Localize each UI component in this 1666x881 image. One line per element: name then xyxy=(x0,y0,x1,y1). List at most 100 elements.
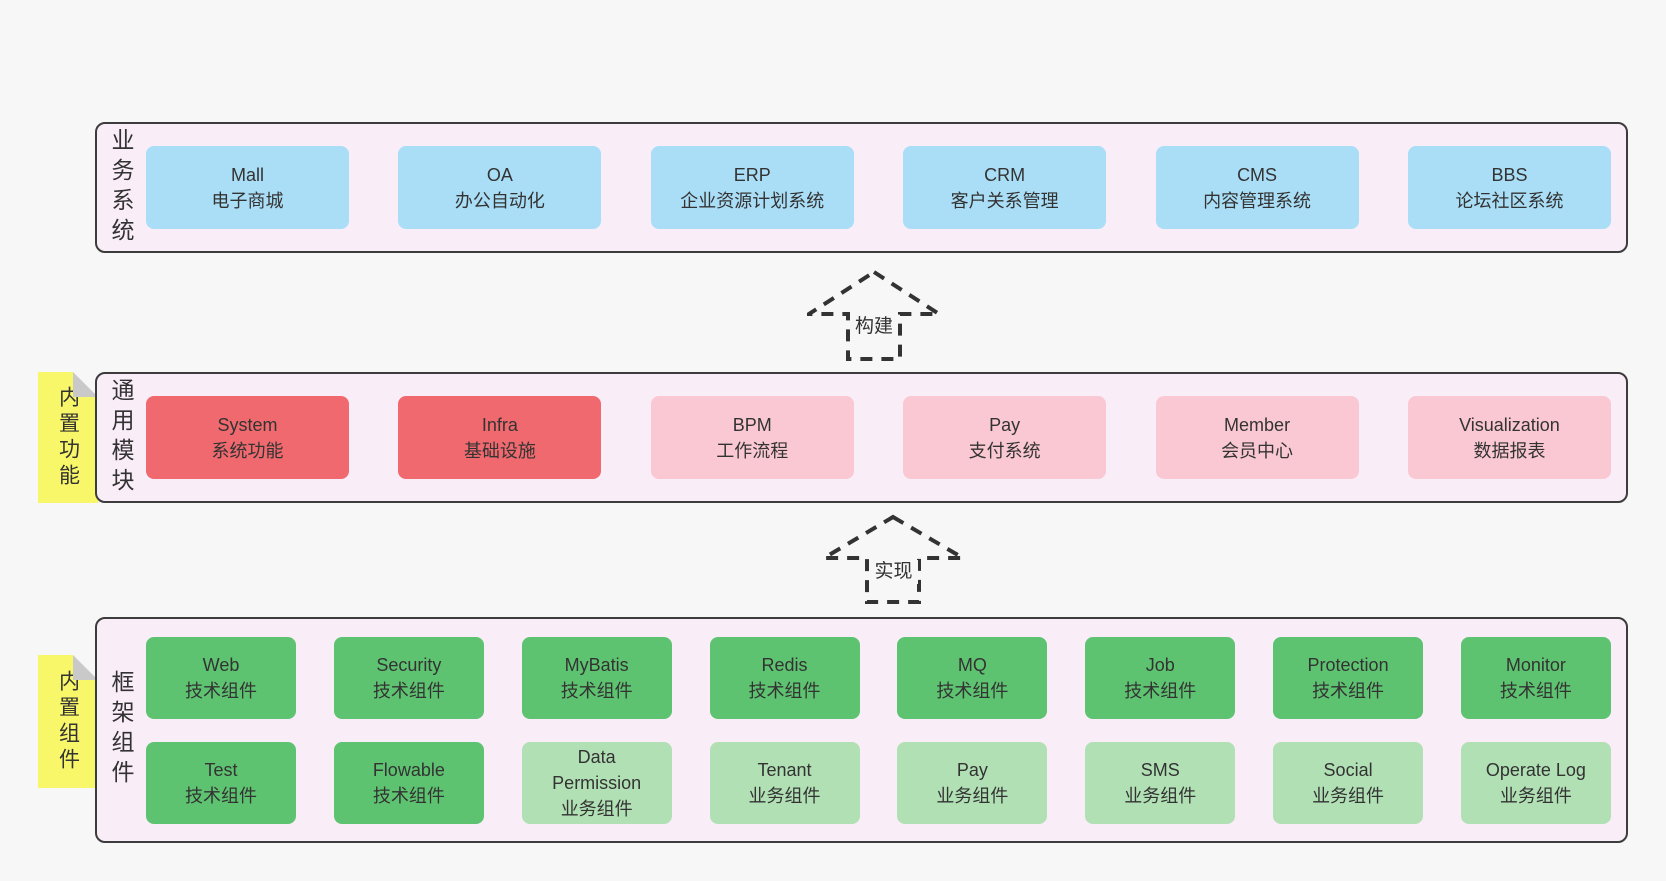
band-label-business-systems: 业务系统 xyxy=(108,127,134,248)
band-label-framework-components: 框架组件 xyxy=(108,670,134,790)
box-title: BBS xyxy=(1491,164,1528,185)
box-subtitle: 支付系统 xyxy=(968,440,1041,461)
box-title: Tenant xyxy=(757,759,812,780)
box-visualization: Visualization 数据报表 xyxy=(1407,396,1611,479)
band-framework-components: 框架组件 Web 技术组件 Security 技术组件 MyBatis 技术组件… xyxy=(95,617,1628,843)
box-title: Visualization xyxy=(1459,414,1560,435)
box-title: Operate Log xyxy=(1485,759,1586,780)
box-subtitle: 技术组件 xyxy=(1499,680,1572,701)
box-bpm: BPM 工作流程 xyxy=(650,396,854,479)
box-flowable: Flowable 技术组件 xyxy=(333,741,484,824)
box-title: Job xyxy=(1145,654,1175,675)
up-arrow-icon xyxy=(822,514,965,604)
arrow-implement: 实现 xyxy=(822,514,965,605)
box-subtitle: 业务组件 xyxy=(1499,785,1572,806)
box-test: Test 技术组件 xyxy=(146,741,296,824)
box-subtitle: 技术组件 xyxy=(560,680,633,701)
box-subtitle: 技术组件 xyxy=(1124,680,1197,701)
box-member: Member 会员中心 xyxy=(1155,396,1359,479)
box-subtitle: 论坛社区系统 xyxy=(1455,190,1564,211)
band-label-common-modules: 通用模块 xyxy=(108,377,134,498)
box-subtitle: 系统功能 xyxy=(211,440,284,461)
box-protection: Protection 技术组件 xyxy=(1273,636,1424,719)
box-infra: Infra 基础设施 xyxy=(398,396,602,479)
box-subtitle: 办公自动化 xyxy=(454,190,545,211)
box-subtitle: 技术组件 xyxy=(185,785,257,806)
box-title: Data Permission xyxy=(552,746,642,793)
box-title: Flowable xyxy=(372,759,445,780)
box-title: Monitor xyxy=(1505,654,1566,675)
box-bbs: BBS 论坛社区系统 xyxy=(1407,146,1611,229)
band-row: System 系统功能 Infra 基础设施 BPM 工作流程 Pay 支付系统… xyxy=(132,396,1626,479)
band-row: Test 技术组件 Flowable 技术组件 Data Permission … xyxy=(146,741,1611,824)
box-subtitle: 技术组件 xyxy=(748,680,821,701)
box-cms: CMS 内容管理系统 xyxy=(1155,146,1359,229)
box-security: Security 技术组件 xyxy=(333,636,484,719)
box-oa: OA 办公自动化 xyxy=(398,146,602,229)
box-subtitle: 业务组件 xyxy=(560,798,633,819)
band-common-modules: 通用模块 System 系统功能 Infra 基础设施 BPM 工作流程 Pay… xyxy=(95,372,1628,503)
box-subtitle: 技术组件 xyxy=(372,785,445,806)
box-title: Security xyxy=(376,654,442,675)
band-row: Mall 电子商城 OA 办公自动化 ERP 企业资源计划系统 CRM 客户关系… xyxy=(132,146,1626,229)
box-redis: Redis 技术组件 xyxy=(709,636,860,719)
box-title: MyBatis xyxy=(564,654,629,675)
box-title: Test xyxy=(204,759,238,780)
box-subtitle: 业务组件 xyxy=(936,785,1009,806)
sticky-note-built-in-features: 内置功能 xyxy=(38,372,98,503)
box-mybatis: MyBatis 技术组件 xyxy=(521,636,672,719)
box-title: MQ xyxy=(957,654,987,675)
box-subtitle: 业务组件 xyxy=(1124,785,1197,806)
box-subtitle: 技术组件 xyxy=(372,680,445,701)
box-subtitle: 技术组件 xyxy=(936,680,1009,701)
box-crm: CRM 客户关系管理 xyxy=(903,146,1107,229)
box-monitor: Monitor 技术组件 xyxy=(1460,636,1611,719)
box-pay: Pay 支付系统 xyxy=(903,396,1107,479)
box-subtitle: 客户关系管理 xyxy=(950,190,1059,211)
box-mall: Mall 电子商城 xyxy=(146,146,349,229)
box-title: System xyxy=(217,414,278,435)
box-erp: ERP 企业资源计划系统 xyxy=(650,146,854,229)
box-tenant: Tenant 业务组件 xyxy=(709,741,860,824)
box-subtitle: 内容管理系统 xyxy=(1203,190,1312,211)
box-title: OA xyxy=(486,164,513,185)
box-system: System 系统功能 xyxy=(146,396,349,479)
box-title: ERP xyxy=(733,164,771,185)
box-web: Web 技术组件 xyxy=(146,636,296,719)
box-subtitle: 业务组件 xyxy=(1312,785,1385,806)
box-data-permission: Data Permission 业务组件 xyxy=(521,741,672,824)
box-title: Protection xyxy=(1307,654,1389,675)
box-job: Job 技术组件 xyxy=(1085,636,1236,719)
arrow-build-label: 构建 xyxy=(849,315,899,339)
box-title: SMS xyxy=(1140,759,1180,780)
box-title: CRM xyxy=(984,164,1026,185)
box-title: CMS xyxy=(1237,164,1278,185)
box-subtitle: 工作流程 xyxy=(716,440,789,461)
box-mq: MQ 技术组件 xyxy=(897,636,1048,719)
box-title: Social xyxy=(1323,759,1373,780)
band-rows: Web 技术组件 Security 技术组件 MyBatis 技术组件 Redi… xyxy=(132,636,1626,824)
box-subtitle: 企业资源计划系统 xyxy=(680,190,825,211)
box-sms: SMS 业务组件 xyxy=(1085,741,1236,824)
box-title: Pay xyxy=(989,414,1021,435)
box-title: Member xyxy=(1224,414,1291,435)
box-subtitle: 业务组件 xyxy=(748,785,821,806)
band-row: Web 技术组件 Security 技术组件 MyBatis 技术组件 Redi… xyxy=(146,636,1611,719)
sticky-note-label: 内置功能 xyxy=(56,385,80,490)
box-subtitle: 会员中心 xyxy=(1221,440,1294,461)
box-subtitle: 技术组件 xyxy=(185,680,257,701)
band-business-systems: 业务系统 Mall 电子商城 OA 办公自动化 ERP 企业资源计划系统 CRM… xyxy=(95,122,1628,253)
box-title: Infra xyxy=(481,414,518,435)
box-pay-component: Pay 业务组件 xyxy=(897,741,1048,824)
box-subtitle: 基础设施 xyxy=(463,440,536,461)
sticky-note-label: 内置组件 xyxy=(56,669,80,774)
box-subtitle: 数据报表 xyxy=(1473,440,1546,461)
sticky-note-built-in-components: 内置组件 xyxy=(38,655,98,788)
box-title: Redis xyxy=(761,654,808,675)
box-title: Mall xyxy=(230,164,264,185)
box-operate-log: Operate Log 业务组件 xyxy=(1460,741,1611,824)
box-title: BPM xyxy=(732,414,772,435)
box-subtitle: 技术组件 xyxy=(1312,680,1385,701)
box-social: Social 业务组件 xyxy=(1273,741,1424,824)
